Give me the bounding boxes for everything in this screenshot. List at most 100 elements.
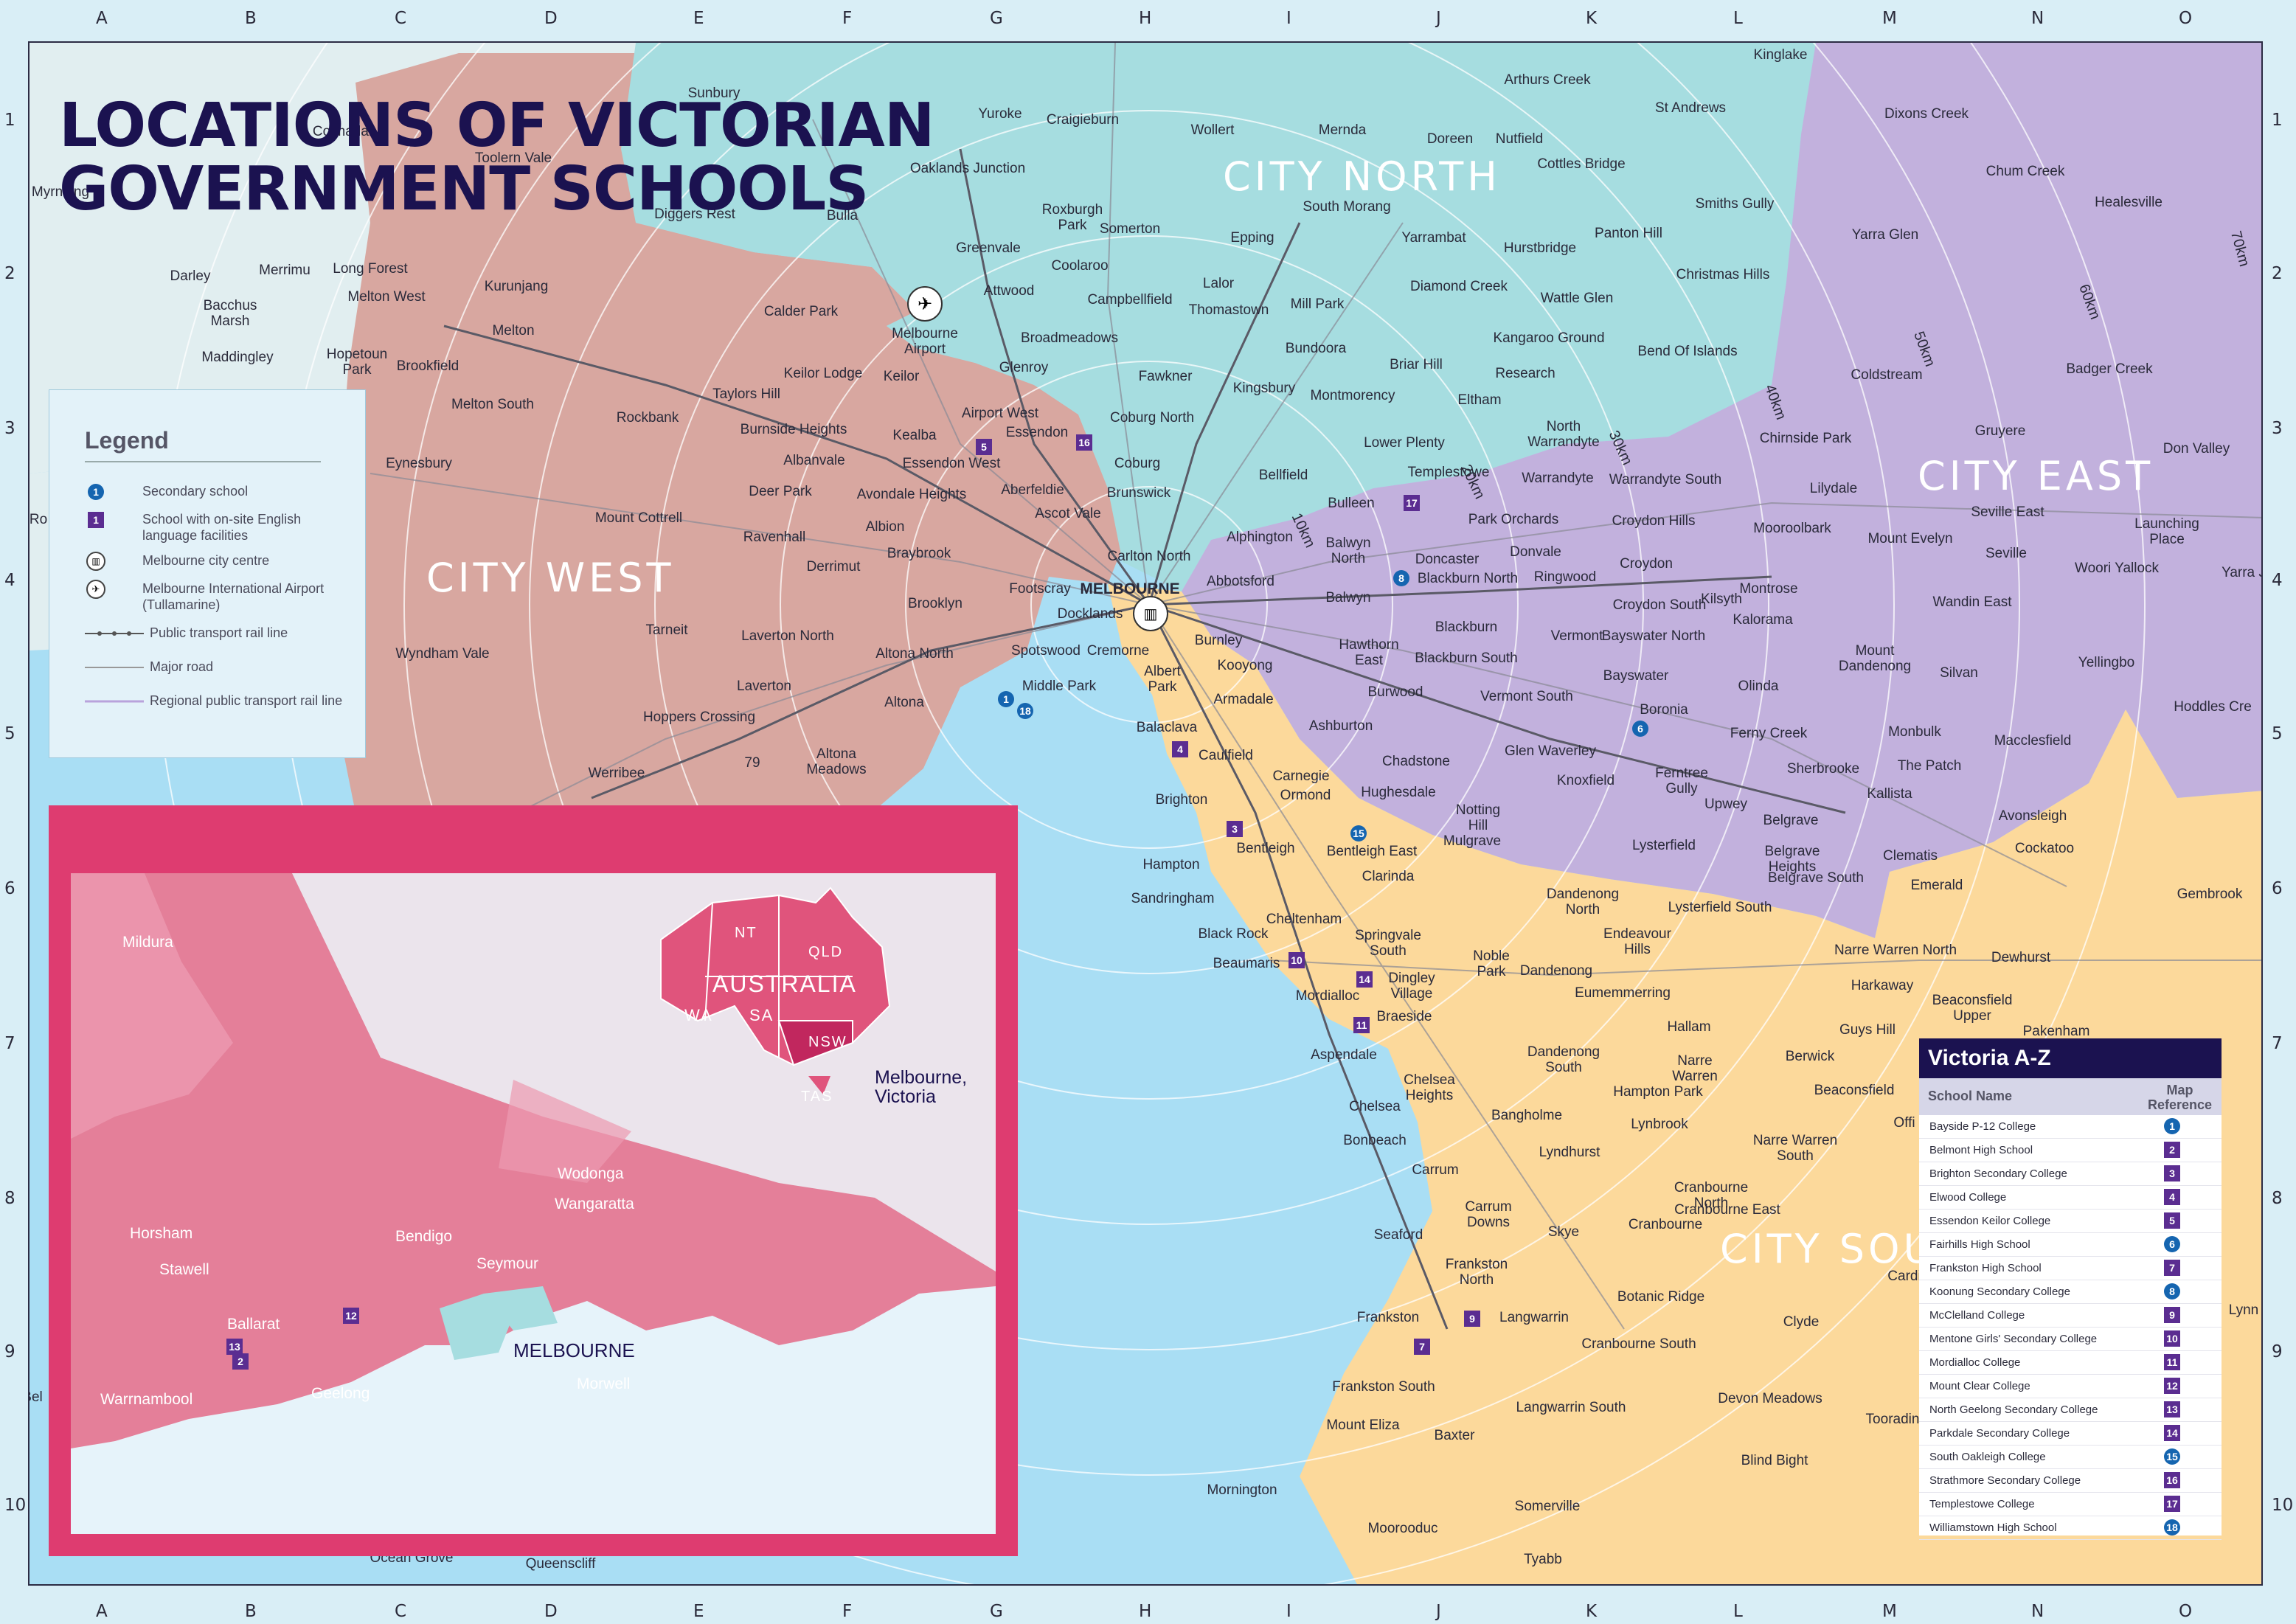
school-marker-9[interactable]: 9	[1464, 1311, 1480, 1327]
place-label-south-morang: South Morang	[1303, 199, 1391, 215]
place-label-blackburn-north: Blackburn North	[1417, 571, 1519, 586]
legend-label: Regional public transport rail line	[150, 693, 343, 708]
grid-row-label: 2	[2272, 264, 2283, 283]
place-label-montmorency: Montmorency	[1310, 388, 1395, 403]
school-marker-5[interactable]: 5	[976, 439, 992, 455]
school-marker-16[interactable]: 16	[1076, 434, 1092, 451]
index-map-reference: 17	[2164, 1496, 2180, 1512]
place-label-seville: Seville	[1985, 546, 2027, 561]
place-label-kinglake: Kinglake	[1753, 47, 1808, 63]
legend-title: Legend	[85, 427, 169, 454]
place-label-ferny-creek: Ferny Creek	[1730, 726, 1808, 741]
place-label-warrandyte: Warrandyte	[1522, 471, 1594, 486]
index-school-name: McClelland College	[1929, 1309, 2025, 1322]
place-label-hawthorn-east: Hawthorn East	[1339, 637, 1399, 668]
inset-graphic	[71, 873, 996, 1534]
place-label-mount-evelyn: Mount Evelyn	[1867, 531, 1953, 546]
place-label-yellingbo: Yellingbo	[2078, 655, 2135, 670]
school-marker-6[interactable]: 6	[1632, 721, 1648, 737]
school-marker-14[interactable]: 14	[1356, 971, 1373, 988]
city-centre-icon[interactable]: ▥	[1133, 596, 1168, 631]
place-label-eumemmerring: Eumemmerring	[1575, 985, 1671, 1001]
index-map-reference: 5	[2164, 1212, 2180, 1229]
school-marker-18[interactable]: 18	[1017, 703, 1033, 719]
place-label-toolern-vale: Toolern Vale	[474, 150, 552, 166]
legend-label: Melbourne International Airport (Tullama…	[142, 581, 325, 612]
place-label-rockbank-edge: Ro	[29, 512, 48, 527]
place-label-cockatoo: Cockatoo	[2014, 841, 2075, 856]
inset-school-marker[interactable]: 13	[226, 1339, 243, 1355]
inset-school-marker[interactable]: 12	[343, 1308, 359, 1324]
grid-top-strip	[0, 0, 2296, 30]
place-label-seville-east: Seville East	[1971, 504, 2044, 520]
place-label-smiths-gully: Smiths Gully	[1695, 196, 1775, 212]
place-label-chadstone: Chadstone	[1382, 754, 1450, 769]
place-label-lyndhurst: Lyndhurst	[1539, 1145, 1600, 1160]
inset-place-morwell: Morwell	[577, 1375, 631, 1393]
grid-row-label: 7	[2272, 1034, 2283, 1053]
school-marker-7[interactable]: 7	[1414, 1339, 1430, 1355]
school-marker-11[interactable]: 11	[1353, 1017, 1370, 1033]
school-marker-17[interactable]: 17	[1404, 495, 1420, 511]
place-label-brunswick: Brunswick	[1106, 485, 1171, 501]
place-label-bangholme: Bangholme	[1491, 1108, 1563, 1123]
place-label-altona: Altona	[884, 695, 924, 710]
place-label-lysterfield: Lysterfield	[1632, 838, 1696, 853]
place-label-eynesbury: Eynesbury	[386, 456, 452, 471]
place-label-deer-park: Deer Park	[749, 484, 812, 499]
grid-column-label: D	[544, 1602, 558, 1621]
place-label-lysterfield-south: Lysterfield South	[1668, 900, 1772, 915]
inset-school-marker[interactable]: 2	[232, 1353, 249, 1370]
school-marker-15[interactable]: 15	[1350, 825, 1367, 842]
place-label-ormond: Ormond	[1280, 788, 1331, 803]
place-label-albion: Albion	[865, 519, 905, 535]
index-school-name: North Geelong Secondary College	[1929, 1403, 2098, 1416]
legend-label: Secondary school	[142, 484, 249, 499]
airport-icon[interactable]: ✈	[907, 286, 943, 322]
inset-australia-tas: TAS	[801, 1089, 833, 1105]
grid-row-label: 6	[4, 879, 15, 898]
place-label-campbellfield: Campbellfield	[1087, 292, 1173, 308]
place-label-hughesdale: Hughesdale	[1361, 785, 1436, 800]
school-marker-4[interactable]: 4	[1172, 741, 1188, 757]
grid-column-label: G	[990, 1602, 1003, 1621]
index-school-name: Mount Clear College	[1929, 1380, 2030, 1392]
school-marker-10[interactable]: 10	[1289, 952, 1305, 968]
major-road-icon	[85, 667, 144, 668]
school-marker-1[interactable]: 1	[998, 691, 1014, 707]
region-label-city-north: CITY NORTH	[1223, 153, 1501, 200]
school-marker-3[interactable]: 3	[1227, 821, 1243, 837]
inset-place-mildura: Mildura	[122, 933, 173, 951]
school-marker-8[interactable]: 8	[1393, 570, 1409, 586]
place-label-launching-place: Launching Place	[2134, 516, 2199, 547]
place-label-bentleigh-east: Bentleigh East	[1326, 844, 1418, 859]
place-label-melbourne-airport: Melbourne Airport	[892, 326, 958, 357]
inset-place-seymour: Seymour	[476, 1255, 539, 1273]
legend-item-english: 1 School with on-site English language f…	[85, 511, 356, 544]
index-school-name: Fairhills High School	[1929, 1238, 2030, 1251]
place-label-tyabb: Tyabb	[1524, 1552, 1562, 1567]
index-map-reference: 15	[2164, 1448, 2180, 1465]
index-map-reference: 7	[2164, 1260, 2180, 1276]
place-label-mount-cottrell: Mount Cottrell	[594, 510, 683, 526]
